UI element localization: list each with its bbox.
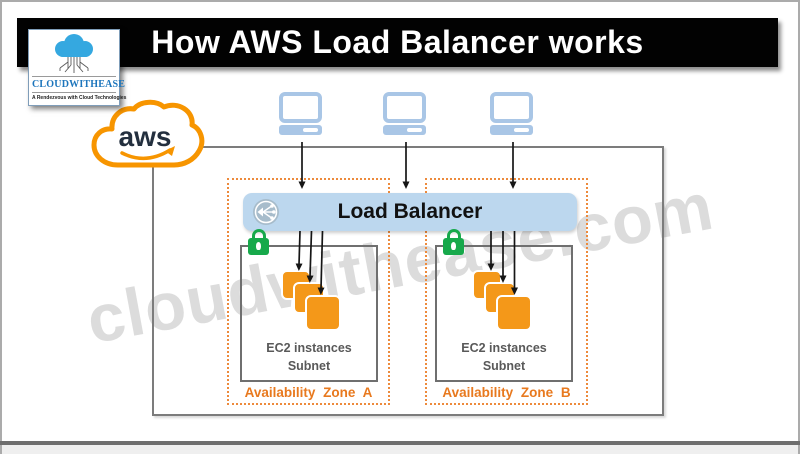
monitor-screen (490, 92, 533, 123)
client-computer-icon (383, 92, 429, 135)
logo-name: CLOUDWITHEASE (32, 76, 125, 90)
subnet-box-b: EC2 instances Subnet (435, 245, 573, 382)
aws-boundary-box (152, 146, 664, 416)
page-title: How AWS Load Balancer works (151, 24, 644, 60)
monitor-screen (279, 92, 322, 123)
security-lock-icon (443, 229, 464, 256)
cloudwithease-logo: CLOUDWITHEASE A Rendezvous with Cloud Te… (28, 29, 126, 106)
load-balancer-label: Load Balancer (337, 200, 483, 223)
load-balancer-bar: Load Balancer (243, 193, 577, 231)
security-lock-icon (248, 229, 269, 256)
title-bar: How AWS Load Balancer works (17, 18, 778, 67)
subnet-box-a: EC2 instances Subnet (240, 245, 378, 382)
subnet-a-caption-line2: Subnet (287, 358, 331, 373)
bottom-margin (0, 445, 800, 454)
client-computer-icon (490, 92, 536, 135)
subnet-a-caption-line1: EC2 instances (266, 341, 352, 355)
monitor-base (279, 125, 322, 135)
monitor-base (383, 125, 426, 135)
ec2-instance-icon (496, 295, 532, 331)
aws-cloud-icon: aws (88, 99, 208, 180)
monitor-base (490, 125, 533, 135)
monitor-screen (383, 92, 426, 123)
logo-tagline: A Rendezvous with Cloud Technologies (32, 92, 126, 101)
subnet-b-caption-line1: EC2 instances (461, 341, 547, 355)
subnet-a-caption: EC2 instances Subnet (242, 340, 376, 375)
ec2-instance-icon (305, 295, 341, 331)
availability-zone-b: Availability Zone B (425, 178, 588, 405)
load-balancer-icon (253, 199, 279, 225)
bottom-rule (0, 441, 800, 445)
subnet-b-caption: EC2 instances Subnet (437, 340, 571, 375)
availability-zone-a: Availability Zone A (227, 178, 390, 405)
zone-a-label: Availability Zone A (244, 385, 373, 400)
zone-b-label: Availability Zone B (442, 385, 571, 400)
logo-cloud-circuit-icon (55, 34, 93, 73)
subnet-b-caption-line2: Subnet (482, 358, 526, 373)
client-computer-icon (279, 92, 325, 135)
aws-label: aws (119, 121, 172, 152)
